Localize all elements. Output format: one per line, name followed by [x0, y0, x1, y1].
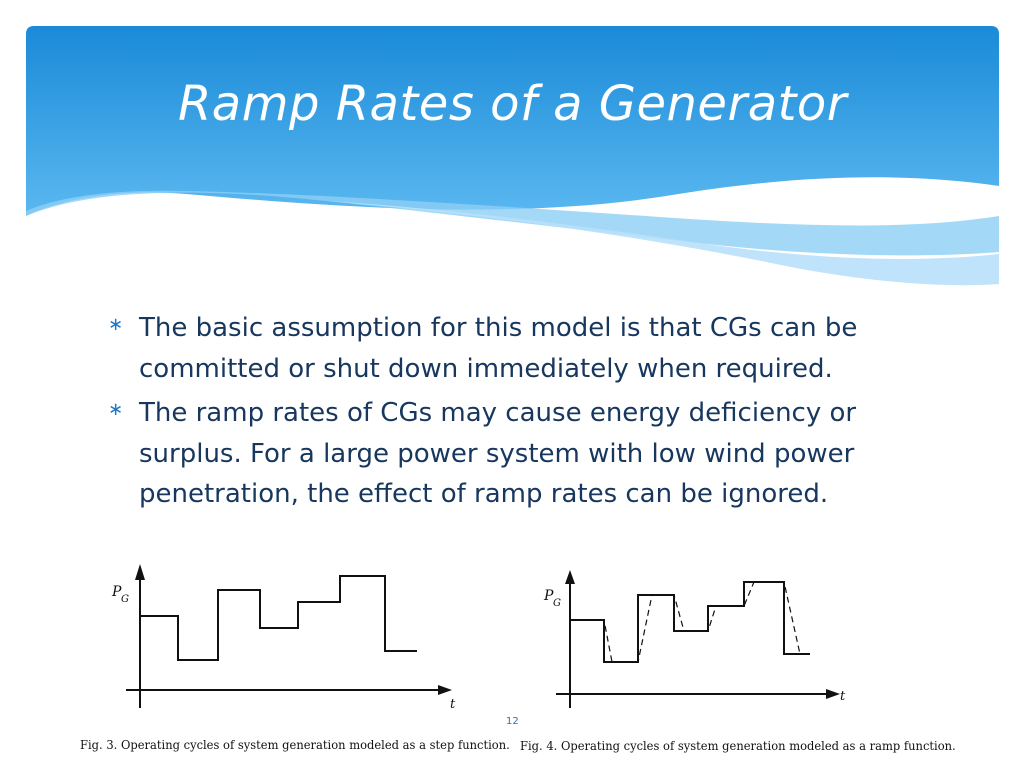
fig4-caption: Fig. 4. Operating cycles of system gener…: [520, 738, 956, 753]
header-banner: Ramp Rates of a Generator: [26, 26, 999, 286]
fig3-x-label: t: [450, 697, 456, 710]
bullet-text: The basic assumption for this model is t…: [139, 313, 858, 384]
header-wave-background: [26, 26, 999, 286]
bullet-text: The ramp rates of CGs may cause energy d…: [139, 398, 857, 509]
fig3-caption: Fig. 3. Operating cycles of system gener…: [80, 737, 510, 752]
fig3-y-label-sub: G: [121, 594, 129, 605]
figure-ramp-function: P G t: [538, 568, 858, 710]
step-waveform: [140, 575, 417, 661]
step-function-diagram: P G t: [111, 564, 456, 712]
ramp-function-diagram: P G t: [543, 570, 846, 708]
list-item: ∗ The basic assumption for this model is…: [108, 308, 938, 389]
asterisk-bullet-icon: ∗: [108, 399, 124, 420]
asterisk-bullet-icon: ∗: [108, 314, 124, 335]
page-number: 12: [506, 716, 519, 727]
ramp-waveform: [570, 581, 810, 663]
fig4-x-label: t: [840, 689, 846, 704]
fig3-y-label: P: [111, 584, 122, 600]
figure-step-function: P G t: [104, 560, 464, 712]
step-waveform: [570, 581, 810, 663]
fig4-y-label-sub: G: [553, 598, 561, 609]
list-item: ∗ The ramp rates of CGs may cause energy…: [108, 393, 938, 515]
slide-title: Ramp Rates of a Generator: [177, 76, 848, 132]
bullet-list: ∗ The basic assumption for this model is…: [108, 308, 938, 550]
fig4-y-label: P: [543, 588, 554, 604]
